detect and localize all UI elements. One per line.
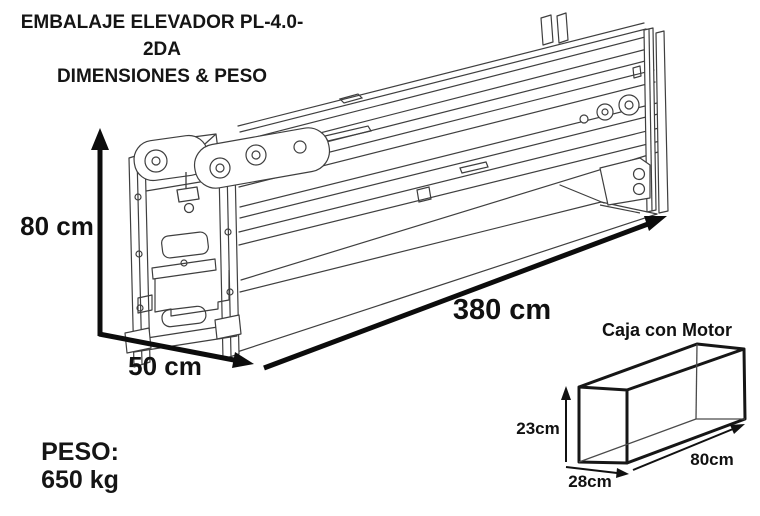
front-panel-cutouts [137, 231, 230, 328]
weight-value: 650 kg [41, 466, 119, 494]
motor-box-length-arrow [632, 424, 745, 471]
length-dimension-label: 380 cm [452, 294, 552, 326]
motor-box-height-arrow [561, 386, 571, 462]
lifting-hook [176, 172, 200, 214]
motor-box-title: Caja con Motor [601, 320, 732, 340]
motor-box-wireframe [577, 342, 747, 465]
length-dimension-arrow [263, 216, 667, 371]
elevator-right-end [540, 12, 669, 214]
weight-title: PESO: [41, 438, 119, 466]
elevator-front-frame [124, 152, 242, 368]
depth-dimension-label: 50 cm [128, 351, 202, 381]
pulley-assembly [133, 127, 331, 189]
motor-box-length-label: 80cm [690, 450, 734, 469]
title-block: EMBALAJE ELEVADOR PL-4.0-2DA DIMENSIONES… [2, 9, 322, 90]
height-dimension-label: 80 cm [20, 211, 94, 241]
subtitle: DIMENSIONES & PESO [56, 66, 268, 87]
main-title: EMBALAJE ELEVADOR PL-4.0-2DA [20, 12, 304, 60]
weight-block: PESO: 650 kg [13, 438, 147, 494]
motor-box-depth-arrow [565, 466, 629, 478]
motor-box-depth-label: 28cm [568, 472, 612, 491]
depth-dimension-arrow [98, 331, 254, 368]
height-dimension-arrow [91, 128, 109, 336]
motor-box-height-label: 23cm [516, 419, 560, 438]
